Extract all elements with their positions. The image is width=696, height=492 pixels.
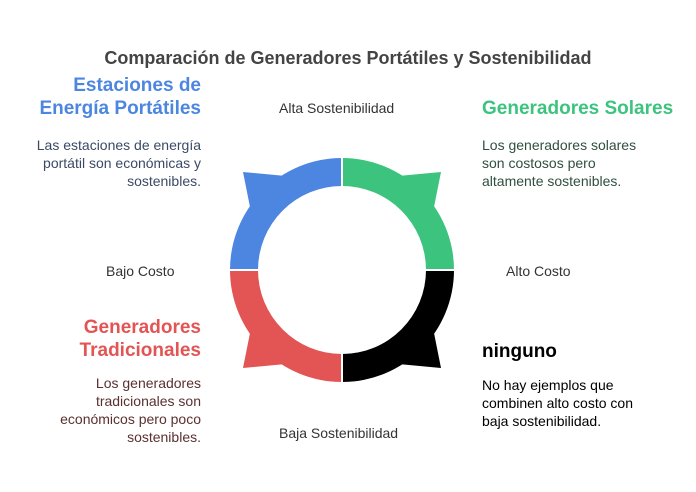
heading-bottom-right: ninguno [482, 340, 557, 363]
heading-bottom-left-line-1: Generadores [83, 317, 201, 338]
heading-top-left-line-2: Energía Portátiles [39, 98, 201, 119]
gap-horizontal-right [420, 269, 462, 271]
desc-top-left-line-1: Las estaciones de energía [36, 137, 201, 153]
segment-bottom-left [230, 270, 342, 382]
segment-top-right [342, 158, 454, 270]
heading-top-left: Estaciones de Energía Portátiles [39, 74, 201, 120]
heading-top-right: Generadores Solares [482, 97, 673, 120]
heading-top-left-line-1: Estaciones de [73, 75, 201, 96]
desc-bottom-left-line-2: tradicionales son [95, 393, 201, 409]
heading-top-right-line-1: Generadores Solares [482, 98, 674, 119]
desc-top-left-line-2: portátil son económicas y [43, 155, 201, 171]
desc-bottom-left-line-3: económicos pero poco [60, 411, 201, 427]
desc-bottom-right-line-3: baja sostenibilidad. [482, 413, 602, 429]
desc-top-right-line-3: altamente sostenibles. [482, 173, 622, 189]
desc-top-right-line-2: son costosos pero [482, 155, 596, 171]
desc-top-right-line-1: Los generadores solares [482, 137, 637, 153]
gap-vertical-top [341, 150, 343, 192]
axis-label-left: Bajo Costo [106, 263, 175, 279]
gap-vertical-bottom [341, 348, 343, 390]
axis-label-bottom: Baja Sostenibilidad [279, 425, 399, 441]
desc-bottom-right-line-1: No hay ejemplos que [482, 377, 614, 393]
desc-top-left: Las estaciones de energía portátil son e… [37, 136, 201, 190]
axis-label-right: Alto Costo [506, 263, 571, 279]
desc-bottom-left-line-1: Los generadores [95, 375, 201, 391]
arrow-bottom-left-icon [243, 308, 307, 368]
desc-bottom-left-line-4: sostenibles. [127, 429, 201, 445]
heading-bottom-left-line-2: Tradicionales [79, 340, 201, 361]
desc-top-right: Los generadores solares son costosos per… [482, 136, 636, 190]
gap-horizontal-left [222, 269, 264, 271]
desc-bottom-right: No hay ejemplos que combinen alto costo … [482, 376, 633, 430]
desc-top-left-line-3: sostenibles. [127, 173, 201, 189]
diagram-title: Comparación de Generadores Portátiles y … [104, 48, 592, 68]
segment-bottom-right [342, 270, 454, 382]
arrow-top-right-icon [377, 172, 441, 232]
segment-top-left [230, 158, 342, 270]
arrow-bottom-right-icon [377, 308, 441, 368]
desc-bottom-left: Los generadores tradicionales son económ… [60, 374, 201, 446]
heading-bottom-left: Generadores Tradicionales [80, 316, 201, 362]
arrow-top-left-icon [243, 172, 307, 232]
axis-label-top: Alta Sostenibilidad [279, 100, 395, 116]
desc-bottom-right-line-2: combinen alto costo con [482, 395, 633, 411]
heading-bottom-right-line-1: ninguno [482, 341, 557, 362]
